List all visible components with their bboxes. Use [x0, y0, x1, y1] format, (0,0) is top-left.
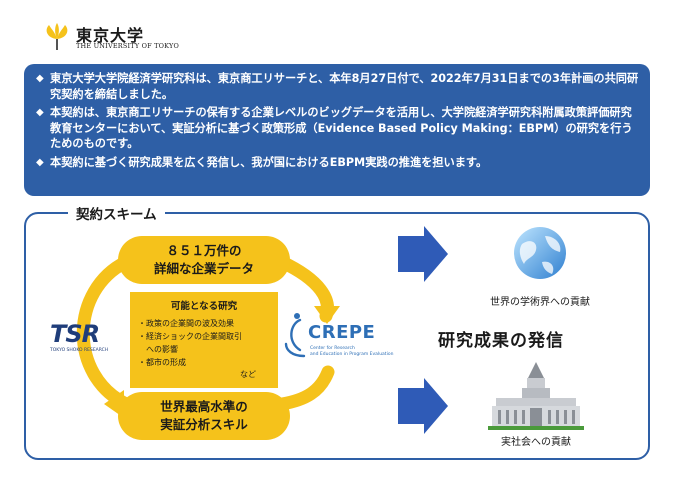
summary-text: 本契約は、東京商工リサーチの保有する企業レベルのビッグデータを活用し、大学院経済… [50, 106, 633, 150]
arrow-right-icon [398, 378, 448, 434]
tsr-logo-text: TSR [50, 320, 100, 348]
tsr-logo: TSR TOKYO SHOKO RESEARCH [50, 320, 110, 353]
logo-name-ja: 東京大学 [76, 26, 145, 45]
research-item: ・政策の企業間の波及効果 [138, 319, 234, 328]
bottom-pill [118, 392, 290, 440]
logo-name-en: THE UNIVERSITY OF TOKYO [76, 42, 180, 50]
result-title: 研究成果の発信 [438, 331, 564, 351]
diamond-bullet-icon: ◆ [36, 107, 44, 118]
summary-item: ◆ 東京大学大学院経済学研究科は、東京商工リサーチと、本年8月27日付で、202… [36, 71, 640, 102]
diamond-bullet-icon: ◆ [36, 156, 44, 168]
bottom-pill-text: 世界最高水準の 実証分析スキル [118, 398, 290, 434]
globe-icon [514, 227, 566, 279]
scheme-panel [24, 212, 650, 460]
top-pill [118, 236, 290, 284]
research-item: への影響 [138, 345, 178, 354]
possible-research-title: 可能となる研究 [170, 301, 238, 312]
cycle-arc-left [76, 255, 133, 411]
crepe-logo: CREPE Center for Research and Education … [284, 316, 404, 364]
top-pill-line-1: ８５１万件の [166, 243, 242, 258]
scheme-title: 契約スキーム [68, 203, 175, 223]
cycle-arrowhead-top-icon [314, 306, 340, 324]
society-contribution-label: 実社会への貢献 [501, 437, 571, 448]
tsr-logo-subtext: TOKYO SHOKO RESEARCH [50, 348, 109, 353]
summary-item: ◆ 本契約に基づく研究成果を広く発信し、我が国におけるEBPM実践の推進を担いま… [36, 155, 640, 171]
university-logo: 東京大学 THE UNIVERSITY OF TOKYO [42, 20, 179, 56]
bottom-pill-line-1: 世界最高水準の [160, 399, 248, 414]
top-pill-line-2: 詳細な企業データ [153, 261, 254, 276]
research-etc: など [240, 370, 256, 379]
summary-text: 東京大学大学院経済学研究科は、東京商工リサーチと、本年8月27日付で、2022年… [50, 72, 639, 101]
diet-building-icon [488, 362, 584, 430]
bottom-pill-line-2: 実証分析スキル [160, 417, 248, 432]
summary-text: 本契約に基づく研究成果を広く発信し、我が国におけるEBPM実践の推進を担います。 [50, 155, 488, 169]
diamond-bullet-icon: ◆ [36, 73, 44, 84]
research-item: ・都市の形成 [138, 358, 186, 367]
cycle-arc-right-lower [275, 365, 335, 411]
crepe-mark-icon [284, 313, 306, 358]
ginkgo-logo-icon [46, 23, 68, 50]
crepe-logo-subtext-2: and Education in Program Evaluation [310, 352, 394, 357]
possible-research-box: 可能となる研究 ・政策の企業間の波及効果 ・経済ショックの企業間取引 への影響 … [130, 292, 278, 388]
crepe-logo-subtext-1: Center for Research [310, 346, 355, 351]
summary-box: ◆ 東京大学大学院経済学研究科は、東京商工リサーチと、本年8月27日付で、202… [24, 64, 650, 196]
top-pill-text: ８５１万件の 詳細な企業データ [118, 242, 290, 278]
crepe-logo-text: CREPE [308, 322, 376, 343]
arrow-right-icon [398, 226, 448, 282]
summary-item: ◆ 本契約は、東京商工リサーチの保有する企業レベルのビッグデータを活用し、大学院… [36, 105, 640, 152]
academic-contribution-label: 世界の学術界への貢献 [490, 297, 590, 308]
research-item: ・経済ショックの企業間取引 [138, 332, 242, 341]
